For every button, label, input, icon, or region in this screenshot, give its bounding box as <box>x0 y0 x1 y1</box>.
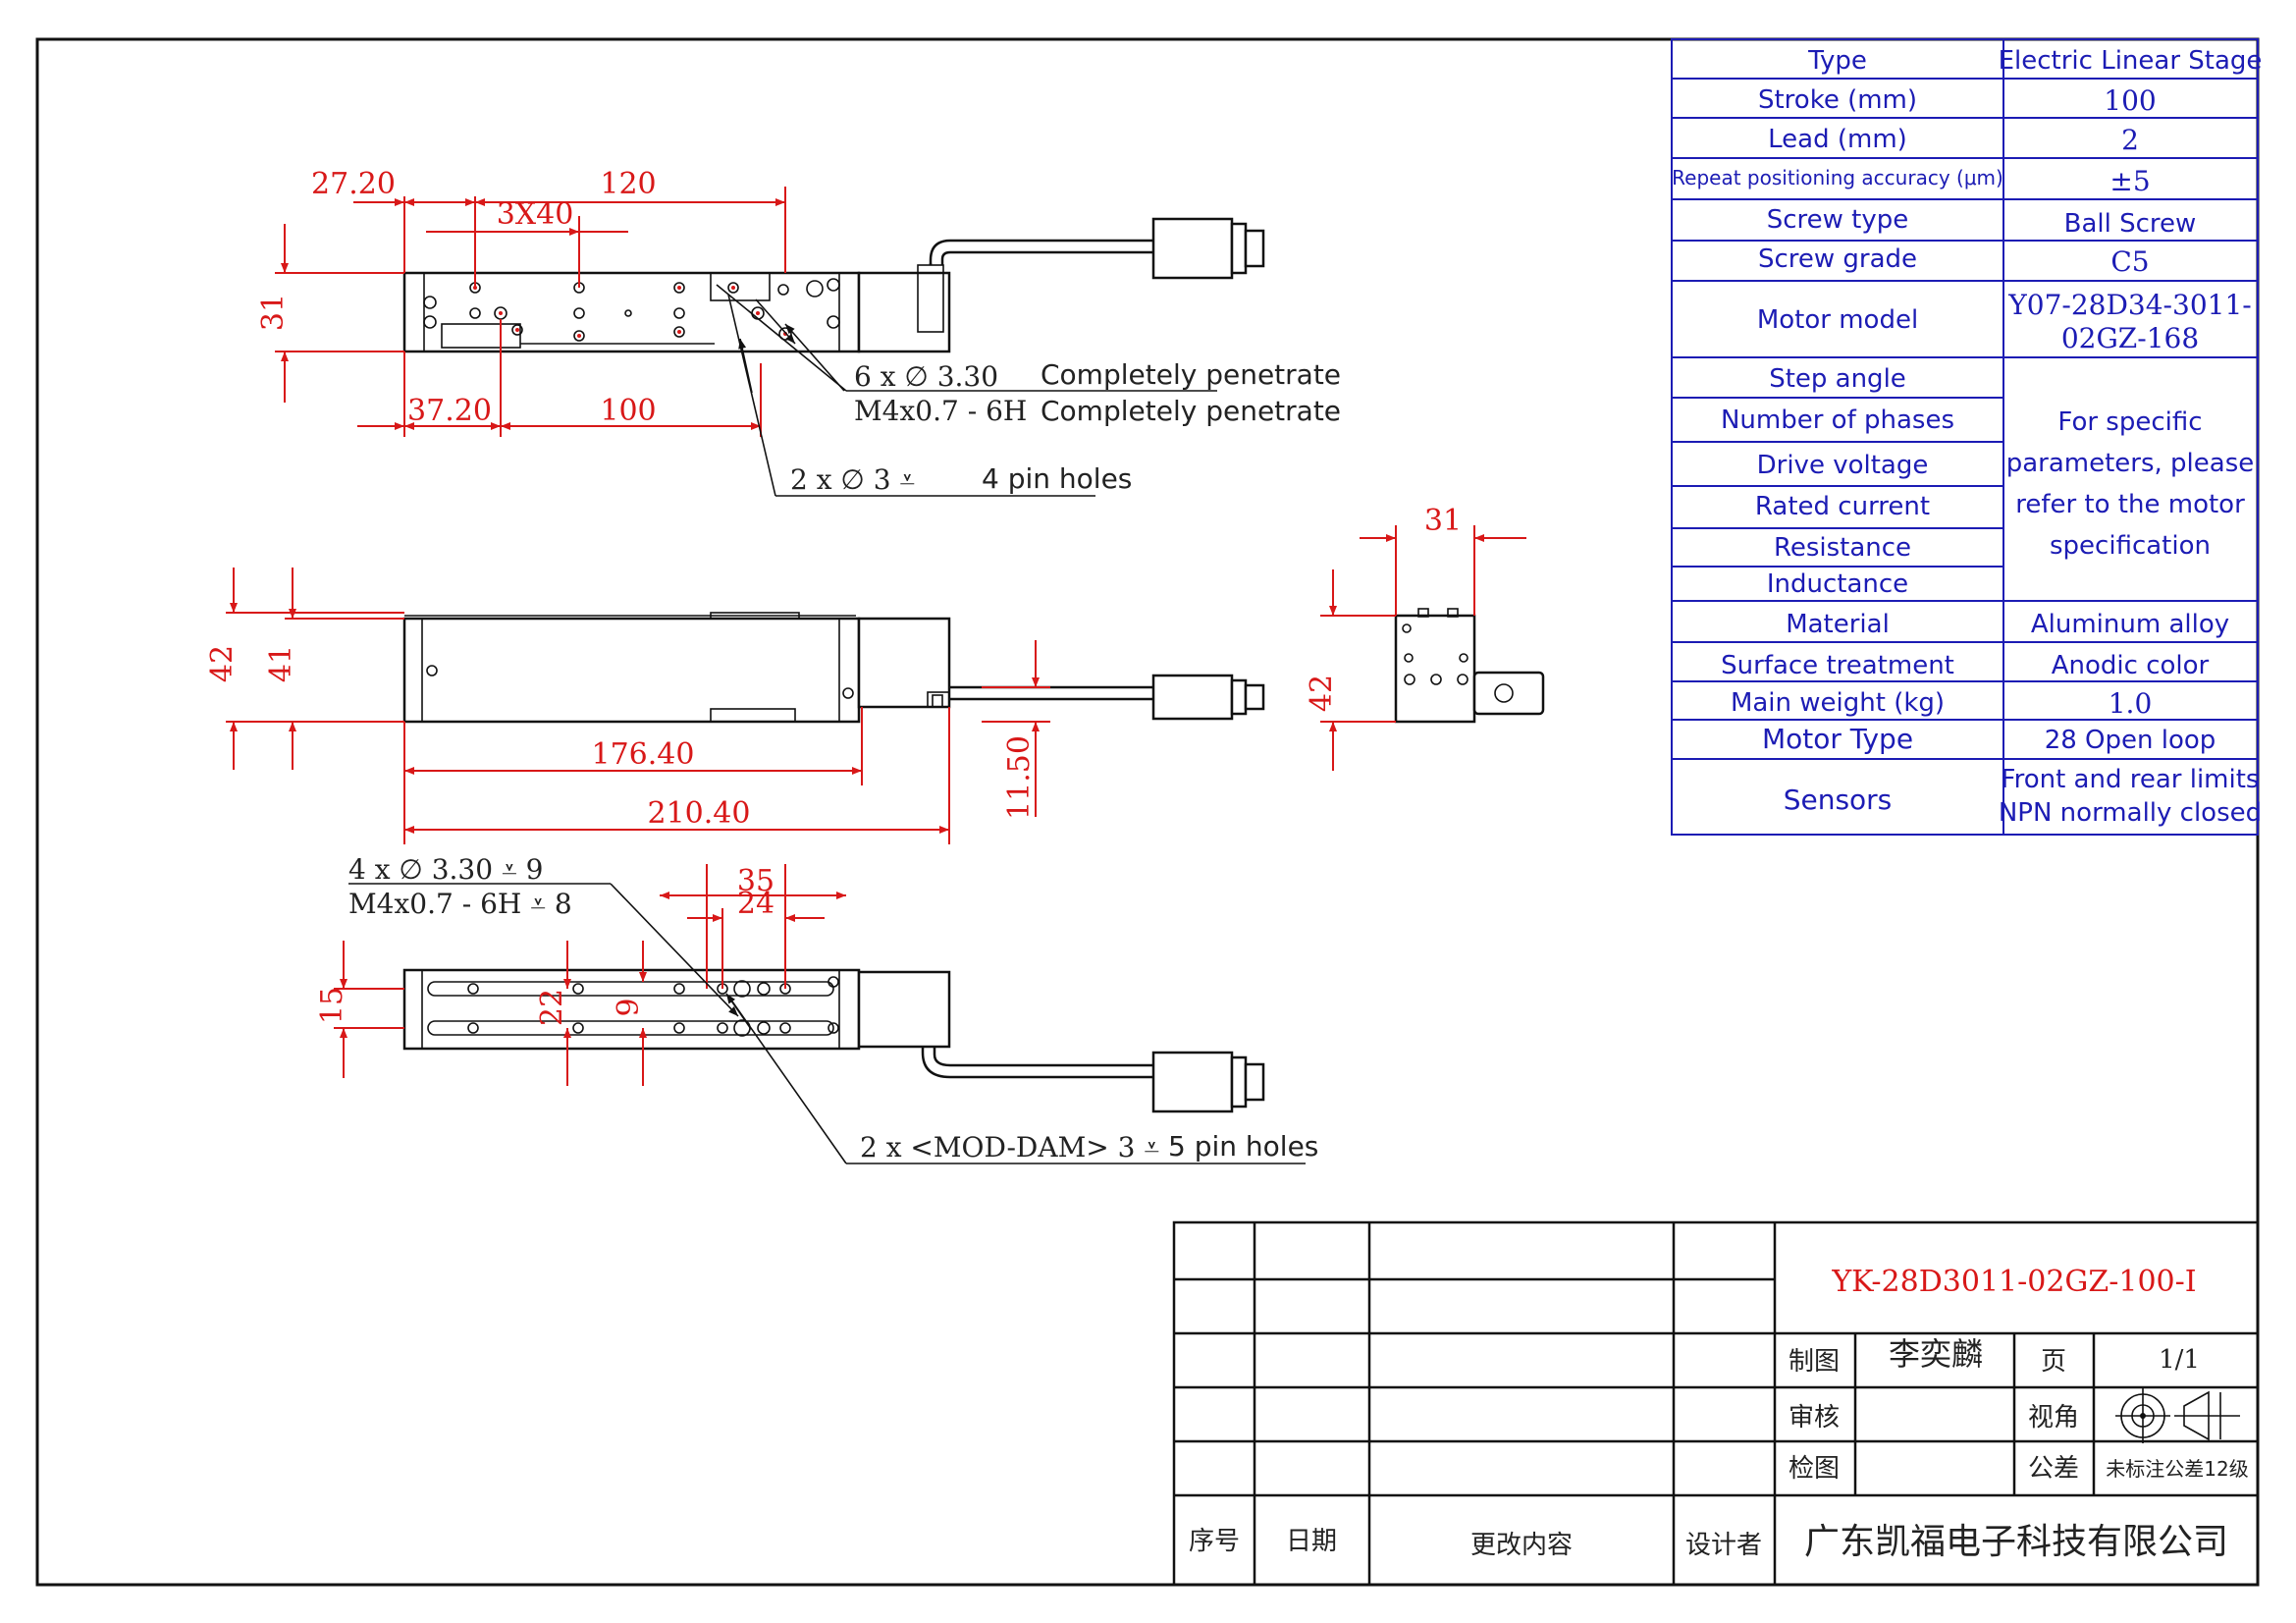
spec-label-motor-type: Motor Type <box>1762 723 1913 755</box>
spec-label-sensors: Sensors <box>1784 784 1893 816</box>
dim-end-width: 31 <box>1424 504 1462 538</box>
dim-bottom-span-outer: 35 <box>737 864 774 898</box>
spec-label-stroke: Stroke (mm) <box>1758 85 1917 115</box>
tb-col-seq: 序号 <box>1189 1527 1240 1556</box>
side-view-connector <box>1151 674 1234 721</box>
spec-label-screw-grade: Screw grade <box>1758 244 1917 274</box>
spec-label-lead: Lead (mm) <box>1768 125 1907 154</box>
dim-top-pitch: 3X40 <box>497 197 574 232</box>
spec-value-lead: 2 <box>2121 124 2139 156</box>
callout-bottom-hole: 4 x ∅ 3.30 ⩡ 9 <box>348 853 543 886</box>
part-number: YK-28D3011-02GZ-100-I <box>1831 1265 2196 1299</box>
spec-value-weight: 1.0 <box>2109 687 2153 720</box>
dim-bottom-width: 15 <box>315 987 349 1024</box>
spec-label-resistance: Resistance <box>1774 533 1911 563</box>
dim-side-cable-offset: 11.50 <box>1002 735 1037 820</box>
dim-top-offset-left: 27.20 <box>311 167 396 201</box>
top-view-motor <box>857 271 951 353</box>
dim-top-height: 31 <box>256 294 291 331</box>
dim-top-span: 120 <box>600 167 656 201</box>
tb-check-label: 检图 <box>1789 1454 1840 1484</box>
spec-motor-note-2: parameters, please <box>2006 449 2255 478</box>
callout-hole-dia-note: Completely penetrate <box>1041 358 1341 391</box>
side-view: 42 41 176.40 210.40 11.50 <box>205 568 1265 844</box>
spec-label-phases: Number of phases <box>1721 406 1954 435</box>
spec-label-inductance: Inductance <box>1767 569 1908 599</box>
top-view: 27.20 120 3X40 31 37.20 100 6 x ∅ 3.30 C… <box>256 167 1341 497</box>
end-view-body <box>1394 614 1476 724</box>
dim-bottom-slot-b: 9 <box>612 998 646 1016</box>
callout-thread-note: Completely penetrate <box>1041 395 1341 427</box>
spec-table: Type Electric Linear Stage Stroke (mm) 1… <box>1671 38 2263 836</box>
dim-top-offset-bottom: 37.20 <box>407 394 492 428</box>
spec-label-screw-type: Screw type <box>1767 205 1909 235</box>
spec-label-weight: Main weight (kg) <box>1731 688 1945 718</box>
side-view-motor <box>857 617 951 709</box>
tb-review-label: 审核 <box>1789 1403 1840 1433</box>
spec-label-rated-current: Rated current <box>1755 492 1930 521</box>
spec-label-accuracy: Repeat positioning accuracy (μm) <box>1672 166 2003 189</box>
dim-end-height: 42 <box>1305 675 1339 712</box>
spec-value-motor-model-2: 02GZ-168 <box>2061 322 2199 354</box>
dim-side-body-length: 176.40 <box>592 737 695 772</box>
bottom-view: 35 24 15 22 9 4 x ∅ 3.30 ⩡ 9 M4x0.7 - 6H… <box>315 853 1318 1164</box>
title-block: YK-28D3011-02GZ-100-I 制图 李奕麟 页 1/1 审核 视角… <box>1172 1220 2260 1587</box>
spec-value-sensors-1: Front and rear limits <box>2002 765 2260 794</box>
spec-motor-note-4: specification <box>2050 531 2211 561</box>
spec-value-accuracy: ±5 <box>2109 165 2150 197</box>
tb-col-change: 更改内容 <box>1470 1531 1573 1560</box>
tb-col-date: 日期 <box>1286 1527 1337 1556</box>
spec-label-drive-voltage: Drive voltage <box>1757 451 1929 480</box>
callout-bottom-pin-note: 5 pin holes <box>1168 1130 1318 1163</box>
dim-side-overall-height: 42 <box>205 645 240 682</box>
callout-pin-note: 4 pin holes <box>982 462 1132 495</box>
tb-drawn-by: 李奕麟 <box>1889 1335 1983 1373</box>
spec-value-screw-type: Ball Screw <box>2064 209 2197 239</box>
spec-label-motor-model: Motor model <box>1757 305 1918 335</box>
spec-label-material: Material <box>1786 610 1890 639</box>
bottom-view-motor <box>857 970 951 1049</box>
callout-thread: M4x0.7 - 6H <box>854 395 1027 427</box>
spec-value-sensors-2: NPN normally closed <box>1999 798 2262 828</box>
dim-bottom-span-inner: 24 <box>737 887 774 921</box>
spec-label-surface: Surface treatment <box>1721 651 1954 680</box>
spec-value-material: Aluminum alloy <box>2031 610 2229 639</box>
callout-hole-dia: 6 x ∅ 3.30 <box>854 360 998 393</box>
spec-value-motor-type: 28 Open loop <box>2045 726 2216 755</box>
bottom-view-connector <box>1151 1051 1234 1113</box>
callout-pin: 2 x ∅ 3 ⩡ <box>790 463 915 496</box>
dim-bottom-slot-a: 22 <box>535 989 569 1026</box>
dim-side-overall-length: 210.40 <box>648 796 751 831</box>
spec-label-type: Type <box>1807 46 1867 76</box>
spec-value-surface: Anodic color <box>2052 651 2210 680</box>
spec-value-motor-model-1: Y07-28D34-3011- <box>2007 289 2251 321</box>
dim-side-body-height: 41 <box>264 645 298 682</box>
end-view: 31 42 <box>1305 504 1545 771</box>
tb-page-label: 页 <box>2041 1347 2066 1377</box>
spec-value-type: Electric Linear Stage <box>1999 46 2263 76</box>
top-view-connector <box>1151 217 1234 280</box>
spec-label-step-angle: Step angle <box>1769 364 1906 394</box>
tb-view-label: 视角 <box>2028 1403 2079 1433</box>
tb-col-designer: 设计者 <box>1685 1531 1762 1560</box>
tb-tolerance-value: 未标注公差12级 <box>2106 1457 2248 1481</box>
callout-bottom-thread: M4x0.7 - 6H ⩡ 8 <box>348 888 572 920</box>
tb-drawn-label: 制图 <box>1789 1347 1840 1377</box>
spec-motor-note-1: For specific <box>2057 407 2202 437</box>
dim-top-span-bottom: 100 <box>600 394 656 428</box>
tb-tolerance-label: 公差 <box>2028 1454 2079 1484</box>
spec-value-screw-grade: C5 <box>2110 245 2149 278</box>
callout-bottom-pin: 2 x <MOD-DAM> 3 ⩡ <box>860 1131 1159 1163</box>
side-view-body <box>402 617 861 724</box>
projection-symbol-icon <box>2115 1388 2240 1443</box>
company-name: 广东凯福电子科技有限公司 <box>1804 1522 2228 1562</box>
spec-motor-note-3: refer to the motor <box>2015 490 2245 519</box>
tb-page-value: 1/1 <box>2159 1345 2200 1375</box>
spec-value-stroke: 100 <box>2104 84 2156 117</box>
